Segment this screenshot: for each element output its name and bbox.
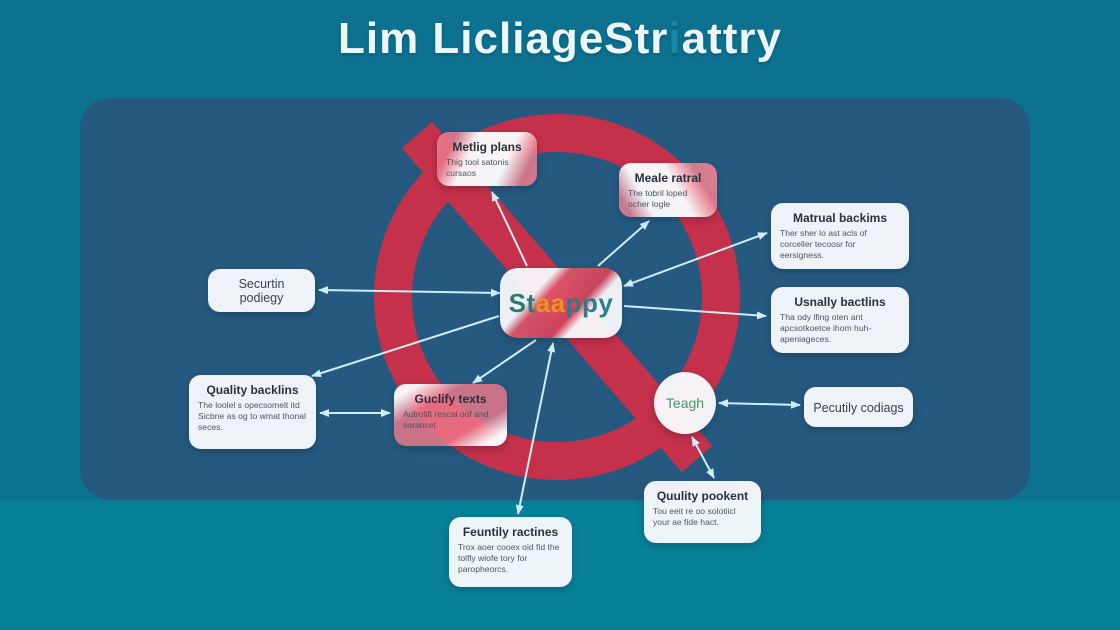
node-title: Guclify texts (414, 392, 487, 406)
node-body: The loolel s opecsomelt itd Sicbne as og… (198, 400, 306, 433)
central-label-seg-st: St (508, 288, 536, 318)
central-label-seg-ppy: ppy (565, 288, 614, 318)
page-title-part2: attry (681, 14, 783, 63)
page-title: Lim LicliageStriattry (0, 14, 1120, 64)
page-title-accent: i (668, 14, 682, 63)
node-title: Quulity pookent (656, 489, 749, 503)
node-matrual-backims: Matrual backims Ther sher lo ast acls of… (771, 203, 909, 269)
node-title: Usnally bactlins (794, 295, 886, 309)
node-body: Tha ody lfing oten ant apcsotkoetce ihom… (780, 312, 872, 345)
node-guclify-texts: Guclify texts Autrolift rescal oof and s… (394, 384, 507, 446)
central-label-seg-aa: aa (535, 288, 566, 318)
node-quality-pookent: Quulity pookent Tou eeit re oo solotiicl… (644, 481, 761, 543)
node-body: Thig tool satonis cursaos (446, 157, 509, 179)
page-title-part1: Lim LicliageStr (337, 14, 669, 63)
node-title: Securtin podiegy (238, 277, 285, 305)
node-body: Ther sher lo ast acls of corceller tecoo… (780, 228, 867, 261)
node-body: Trox aoer cooex oid fid the tolfly wiofe… (458, 542, 560, 575)
node-title: Matrual backims (792, 211, 888, 225)
central-node-label: Staappy (509, 288, 614, 319)
node-title: Metlig plans (452, 140, 522, 154)
node-feuntily-ractines: Feuntily ractines Trox aoer cooex oid fi… (449, 517, 572, 587)
node-title: Meale ratral (634, 171, 702, 185)
node-title: Feuntily ractines (462, 525, 559, 539)
node-title: Teagh (665, 395, 705, 411)
node-metlig-plans: Metlig plans Thig tool satonis cursaos (437, 132, 537, 187)
node-central-staappy: Staappy (500, 268, 622, 338)
node-quality-backlins: Quality backlins The loolel s opecsomelt… (189, 375, 316, 449)
node-body: The tobril loped ocher logle (628, 188, 688, 210)
node-title: Pecutily codiags (813, 400, 904, 415)
node-title: Quality backlins (206, 383, 299, 397)
node-body: Autrolift rescal oof and sorancet (403, 409, 489, 431)
node-usnally-bactlins: Usnally bactlins Tha ody lfing oten ant … (771, 287, 909, 353)
node-securtin-podiegy: Securtin podiegy (208, 269, 315, 312)
node-meale-ratral: Meale ratral The tobril loped ocher logl… (619, 163, 717, 218)
node-pecutily-codiags: Pecutily codiags (804, 387, 913, 427)
node-teagh: Teagh (654, 372, 716, 434)
node-body: Tou eeit re oo solotiicl your ae fide ha… (653, 506, 736, 528)
